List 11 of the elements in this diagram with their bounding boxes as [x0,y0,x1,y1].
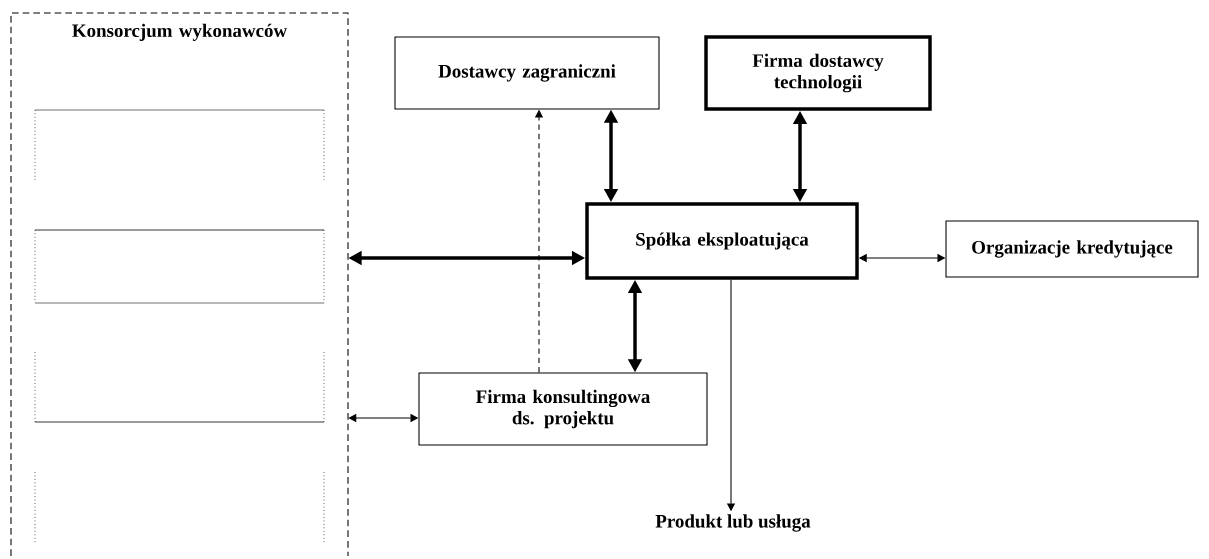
empty-box [34,351,325,423]
container-box: Konsorcjum wykonawców [10,12,349,557]
process-box: Spółka eksploatująca [585,202,859,280]
empty-box [34,471,325,544]
empty-box [34,229,325,304]
process-box: Organizacje kredytujące [945,220,1199,278]
output-label: Produkt lub usługa [655,514,811,532]
process-box: Dostawcy zagraniczni [394,36,660,110]
process-box: Firma konsultingowa ds. projektu [418,372,708,446]
empty-box [34,109,325,181]
process-box: Firma dostawcy technologii [704,35,932,111]
